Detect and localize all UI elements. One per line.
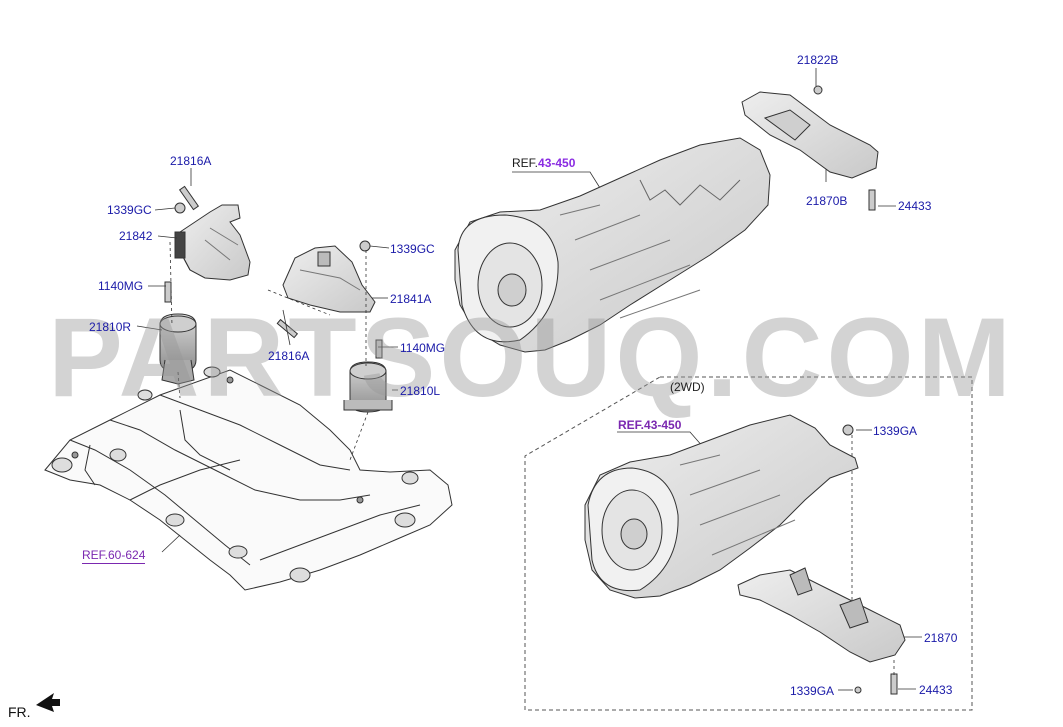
part-label-1339GC-left[interactable]: 1339GC [107,203,152,217]
transmission-upper [454,137,771,353]
part-label-21842[interactable]: 21842 [119,229,153,243]
part-label-21810R[interactable]: 21810R [89,320,132,334]
variant-label-2wd: (2WD) [670,380,705,394]
leader-lines [136,68,922,691]
bracket-21841A [282,245,376,313]
ref-link-43-450-upper[interactable]: REF.43-450 [512,156,575,170]
part-label-24433-upper[interactable]: 24433 [898,199,932,213]
ref-link-43-450-2wd[interactable]: REF.43-450 [618,418,681,432]
part-label-21816A-mid[interactable]: 21816A [268,349,310,363]
part-label-21841A[interactable]: 21841A [390,292,432,306]
part-label-21870[interactable]: 21870 [924,631,958,645]
front-orientation-label: FR. [8,704,31,720]
part-label-21810L[interactable]: 21810L [400,384,441,398]
fasteners [164,85,898,695]
crossmember-21870B [741,91,879,179]
part-label-24433-lower[interactable]: 24433 [919,683,953,697]
front-subframe [44,366,453,591]
ref-prefix: REF. [618,418,645,432]
bracket-21842 [174,204,251,281]
engine-mount-21810L [343,361,393,413]
ref-prefix: REF. [512,156,539,170]
part-label-21816A-upper[interactable]: 21816A [170,154,212,168]
part-label-1339GC-mid[interactable]: 1339GC [390,242,435,256]
front-direction-arrow [36,693,60,712]
part-label-21822B[interactable]: 21822B [797,53,839,67]
part-label-1339GA-upper[interactable]: 1339GA [873,424,918,438]
part-label-1140MG-left[interactable]: 1140MG [98,279,144,293]
part-label-1339GA-lower[interactable]: 1339GA [790,684,835,698]
ref-number: 43-450 [538,156,576,170]
ref-link-60-624[interactable]: REF.60-624 [82,548,146,564]
transmission-2wd [584,414,859,599]
ref-number: 43-450 [644,418,682,432]
variant-2wd-frame [524,376,973,711]
crossmember-21870 [737,567,906,663]
part-label-1140MG-mid[interactable]: 1140MG [400,341,446,355]
engine-mount-21810R [159,313,197,385]
ref-text: REF.60-624 [82,548,146,562]
part-label-21870B[interactable]: 21870B [806,194,848,208]
